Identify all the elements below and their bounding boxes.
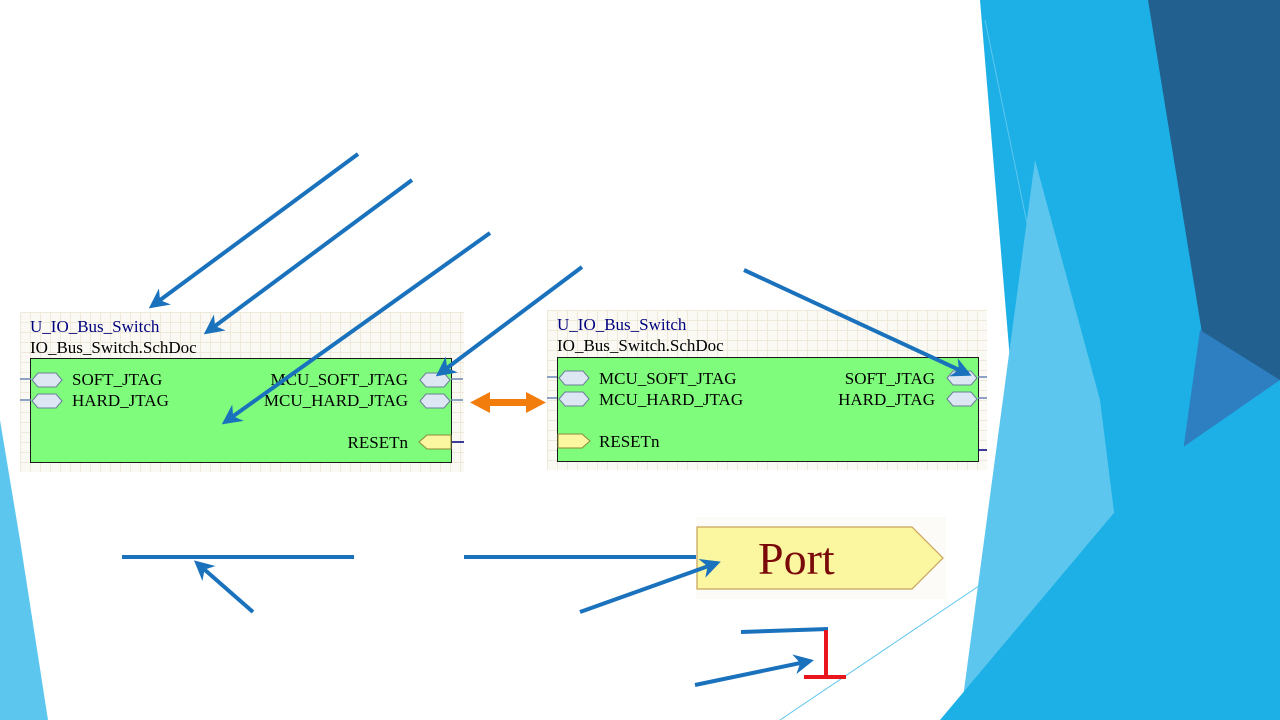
sheet-entry-resetn[interactable]: RESETn (599, 432, 660, 451)
resetn-entry-shape (557, 433, 591, 449)
wire-example-lines (122, 555, 829, 634)
sheet-symbol-2-filename: IO_Bus_Switch.SchDoc (557, 336, 724, 355)
sheet-symbol-1-filename: IO_Bus_Switch.SchDoc (30, 338, 197, 357)
sheet-entry-hard-jtag[interactable]: HARD_JTAG (72, 391, 169, 410)
sheet-symbol-1-designator: U_IO_Bus_Switch (30, 317, 160, 336)
power-port-ground-icon (804, 630, 846, 679)
sheet-entry-hard-jtag[interactable]: HARD_JTAG (838, 390, 935, 409)
sheet-entry-soft-jtag[interactable]: SOFT_JTAG (72, 370, 163, 389)
resetn-entry-shape (418, 434, 452, 450)
annotation-arrow-icon (148, 152, 972, 687)
sheet-entry-mcu-soft-jtag[interactable]: MCU_SOFT_JTAG (599, 369, 737, 388)
sheet-entry-mcu-soft-jtag[interactable]: MCU_SOFT_JTAG (270, 370, 409, 389)
sheet-entry-mcu-hard-jtag[interactable]: MCU_HARD_JTAG (263, 391, 408, 410)
bidirectional-arrow-icon (470, 392, 546, 413)
sheet-entry-resetn[interactable]: RESETn (347, 433, 408, 452)
sheet-symbol-2-designator: U_IO_Bus_Switch (557, 315, 687, 334)
sheet-symbol-2-block[interactable] (557, 357, 979, 462)
sheet-entry-mcu-hard-jtag[interactable]: MCU_HARD_JTAG (599, 390, 744, 409)
port-label: Port (758, 533, 835, 584)
sheet-entry-soft-jtag[interactable]: SOFT_JTAG (844, 369, 935, 388)
entry-stubs (20, 376, 987, 401)
